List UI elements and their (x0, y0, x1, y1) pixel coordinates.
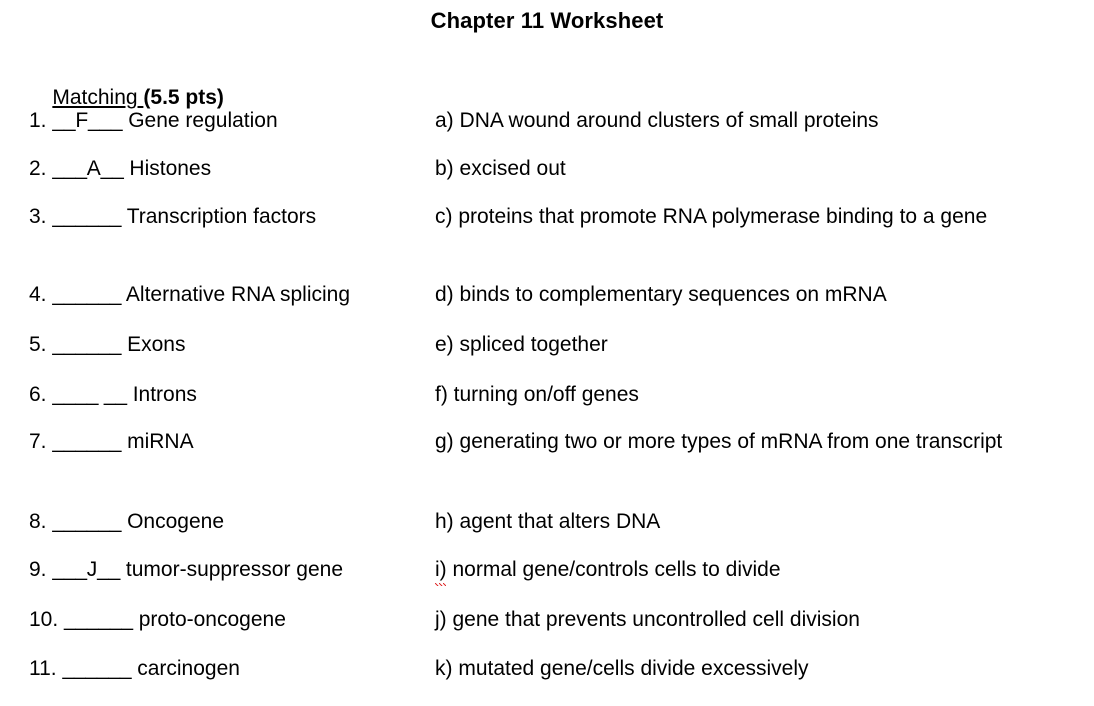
term-answer-blank[interactable]: __F___ (52, 109, 123, 132)
matching-term-10: 10. ______ proto-oncogene (29, 605, 429, 635)
term-label: proto-oncogene (132, 608, 286, 631)
definition-text: mutated gene/cells divide excessively (452, 657, 809, 680)
definition-letter: d) (435, 283, 454, 306)
term-label: tumor-suppressor gene (120, 558, 344, 581)
term-answer-blank[interactable]: ___J__ (52, 558, 121, 581)
matching-term-3: 3. ______ Transcription factors (29, 202, 429, 232)
term-answer-blank[interactable]: ___A__ (52, 157, 124, 180)
matching-term-7: 7. ______ miRNA (29, 427, 429, 457)
definition-text: generating two or more types of mRNA fro… (453, 430, 1003, 453)
term-label: carcinogen (131, 657, 240, 680)
section-heading-label: Matching (52, 86, 144, 109)
definition-letter: i) (435, 555, 447, 586)
definition-text: normal gene/controls cells to divide (446, 558, 781, 581)
term-number: 1. (29, 109, 53, 132)
matching-term-9: 9. ___J__ tumor-suppressor gene (29, 555, 429, 585)
term-number: 9. (29, 558, 53, 581)
matching-definition-b: b) excised out (435, 154, 1035, 184)
matching-definition-d: d) binds to complementary sequences on m… (435, 280, 1035, 310)
matching-term-5: 5. ______ Exons (29, 330, 429, 360)
definition-letter: e) (435, 333, 454, 356)
term-number: 8. (29, 510, 53, 533)
term-label: Exons (121, 333, 186, 356)
matching-definition-j: j) gene that prevents uncontrolled cell … (435, 605, 1035, 635)
definition-text: turning on/off genes (447, 383, 639, 406)
matching-term-1: 1. __F___ Gene regulation (29, 106, 429, 136)
definition-letter: a) (435, 109, 454, 132)
matching-definition-i: i) normal gene/controls cells to divide (435, 555, 1035, 586)
term-number: 11. (29, 657, 63, 680)
matching-definition-h: h) agent that alters DNA (435, 507, 1035, 537)
definition-letter: b) (435, 157, 454, 180)
definition-letter: h) (435, 510, 454, 533)
definition-text: binds to complementary sequences on mRNA (453, 283, 887, 306)
definition-text: proteins that promote RNA polymerase bin… (452, 205, 988, 228)
section-heading-points: (5.5 pts) (143, 86, 224, 109)
term-number: 4. (29, 283, 53, 306)
term-label: Alternative RNA splicing (121, 283, 351, 306)
term-number: 5. (29, 333, 53, 356)
definition-letter: f) (435, 383, 448, 406)
term-answer-blank[interactable]: ______ (52, 283, 122, 306)
definition-text: gene that prevents uncontrolled cell div… (446, 608, 860, 631)
term-answer-blank[interactable]: ______ (52, 510, 122, 533)
definition-text: spliced together (453, 333, 608, 356)
term-number: 10. (29, 608, 65, 631)
matching-definition-f: f) turning on/off genes (435, 380, 1035, 410)
definition-letter: j) (435, 608, 447, 631)
term-label: Transcription factors (121, 205, 317, 228)
definition-text: DNA wound around clusters of small prote… (453, 109, 879, 132)
definition-letter: g) (435, 430, 454, 453)
term-answer-blank[interactable]: ____ __ (52, 383, 127, 406)
term-label: Oncogene (121, 510, 224, 533)
matching-term-8: 8. ______ Oncogene (29, 507, 429, 537)
matching-definition-a: a) DNA wound around clusters of small pr… (435, 106, 1035, 136)
matching-definition-g: g) generating two or more types of mRNA … (435, 427, 1035, 457)
definition-text: agent that alters DNA (453, 510, 661, 533)
term-label: miRNA (121, 430, 194, 453)
matching-term-6: 6. ____ __ Introns (29, 380, 429, 410)
matching-definition-e: e) spliced together (435, 330, 1035, 360)
term-number: 7. (29, 430, 53, 453)
matching-term-2: 2. ___A__ Histones (29, 154, 429, 184)
term-number: 2. (29, 157, 53, 180)
term-label: Introns (126, 383, 197, 406)
section-heading: Matching (5.5 pts) (29, 59, 224, 137)
definition-text: excised out (453, 157, 566, 180)
matching-definition-k: k) mutated gene/cells divide excessively (435, 654, 1035, 684)
term-label: Gene regulation (122, 109, 278, 132)
term-number: 6. (29, 383, 53, 406)
term-answer-blank[interactable]: ______ (62, 657, 132, 680)
page-title: Chapter 11 Worksheet (430, 8, 664, 33)
definition-letter: k) (435, 657, 453, 680)
term-label: Histones (123, 157, 212, 180)
term-answer-blank[interactable]: ______ (52, 205, 122, 228)
term-answer-blank[interactable]: ______ (64, 608, 133, 631)
term-number: 3. (29, 205, 53, 228)
matching-term-11: 11. ______ carcinogen (29, 654, 429, 684)
matching-term-4: 4. ______ Alternative RNA splicing (29, 280, 429, 310)
matching-definition-c: c) proteins that promote RNA polymerase … (435, 202, 1035, 232)
definition-letter: c) (435, 205, 453, 228)
term-answer-blank[interactable]: ______ (52, 333, 122, 356)
term-answer-blank[interactable]: ______ (52, 430, 122, 453)
